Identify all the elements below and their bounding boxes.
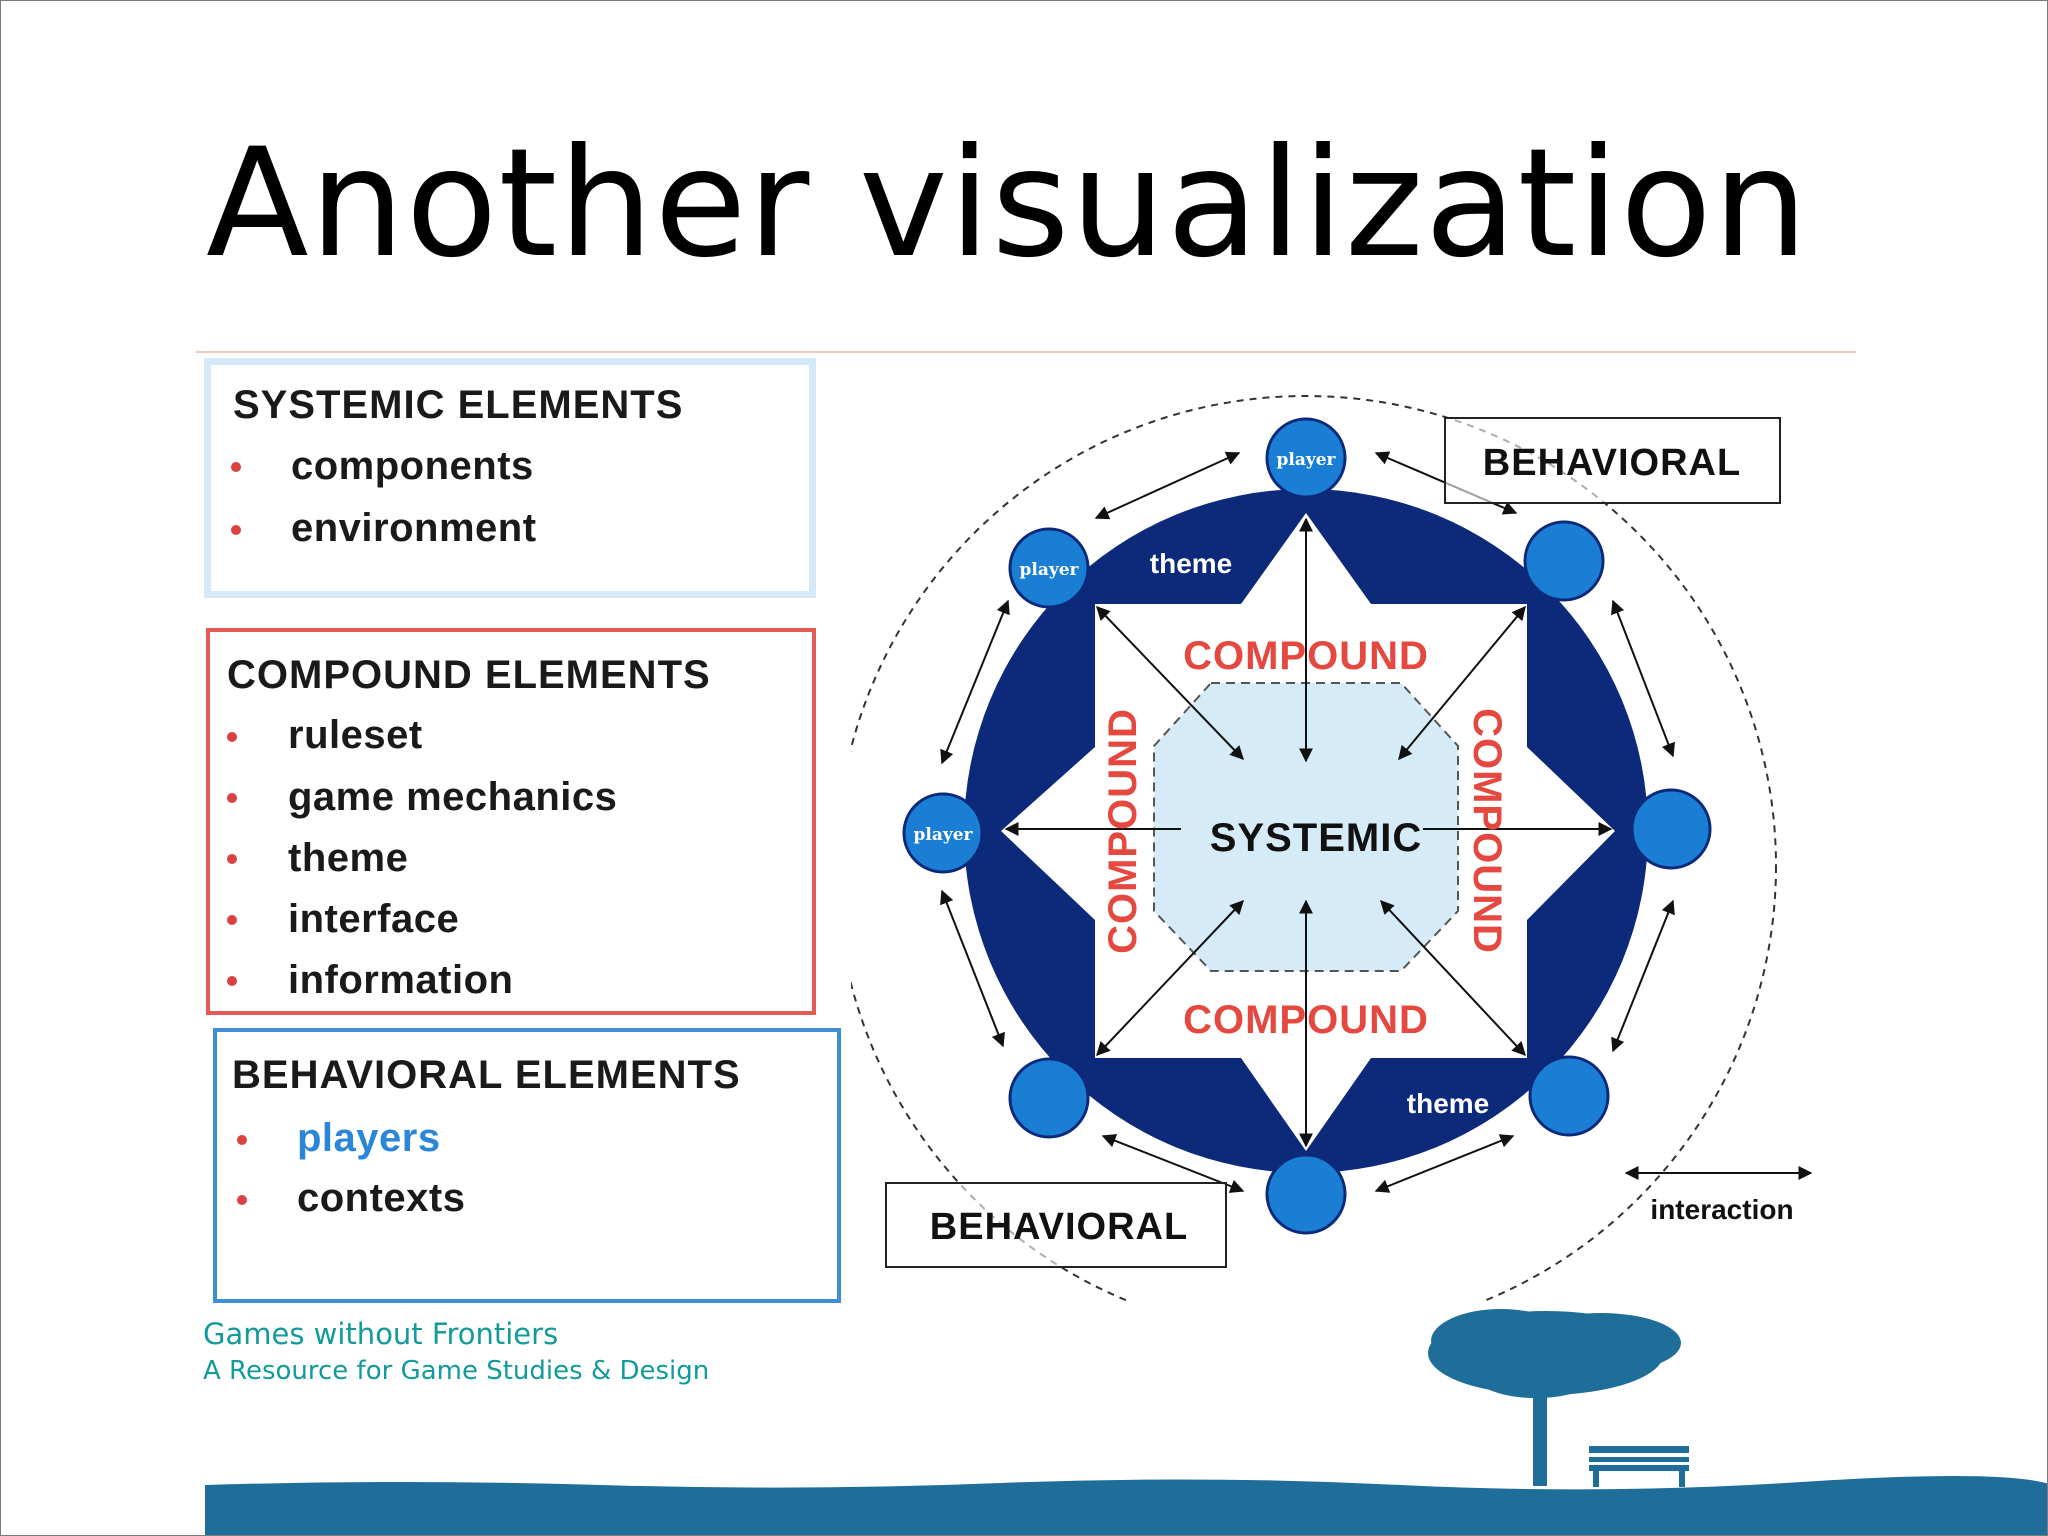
elements-diagram: player player player theme theme COMPOUN… <box>851 395 1813 1301</box>
bullet-icon <box>237 1135 247 1145</box>
behavioral-box-bottom <box>885 1182 1227 1268</box>
systemic-heading: SYSTEMIC ELEMENTS <box>233 383 684 427</box>
bench-icon <box>1589 1446 1689 1487</box>
tree-icon <box>1428 1309 1681 1486</box>
node-top-right <box>1523 520 1605 602</box>
behavioral-box-top <box>1444 417 1781 504</box>
interaction-label: interaction <box>1650 1194 1793 1225</box>
behavioral-item-players: players <box>297 1116 441 1160</box>
bullet-icon <box>227 854 237 864</box>
compound-item-game-mechanics: game mechanics <box>288 775 618 819</box>
compound-item-information: information <box>288 958 514 1002</box>
player-label-top: player <box>1276 450 1336 470</box>
behavioral-heading: BEHAVIORAL ELEMENTS <box>232 1053 741 1097</box>
systemic-elements-box: SYSTEMIC ELEMENTS components environment <box>204 358 816 598</box>
node-top-left <box>1008 527 1090 609</box>
theme-label-bottom: theme <box>1407 1088 1489 1119</box>
node-right <box>1630 788 1712 870</box>
compound-label-top: COMPOUND <box>1183 634 1429 678</box>
compound-label-left: COMPOUND <box>1101 708 1145 954</box>
bullet-icon <box>231 462 241 472</box>
ground-strip <box>205 1475 2047 1535</box>
compound-item-ruleset: ruleset <box>288 713 423 757</box>
node-top <box>1265 417 1347 499</box>
compound-heading: COMPOUND ELEMENTS <box>227 653 711 697</box>
systemic-item-environment: environment <box>291 506 537 550</box>
behavioral-dashed-circle <box>851 395 1777 1301</box>
behavioral-label-bottom: BEHAVIORAL <box>930 1206 1188 1248</box>
node-bottom-right <box>1528 1055 1610 1137</box>
bullet-icon <box>227 793 237 803</box>
compound-label-right: COMPOUND <box>1465 708 1509 954</box>
bullet-icon <box>237 1195 247 1205</box>
compound-elements-box: COMPOUND ELEMENTS ruleset game mechanics… <box>206 628 816 1015</box>
bullet-icon <box>227 732 237 742</box>
compound-item-theme: theme <box>288 836 409 880</box>
node-bottom-left <box>1008 1057 1090 1139</box>
compound-label-bottom: COMPOUND <box>1183 998 1429 1042</box>
bullet-icon <box>231 525 241 535</box>
bullet-icon <box>227 915 237 925</box>
inner-arrows <box>1004 517 1613 1148</box>
node-bottom <box>1265 1153 1347 1235</box>
bullet-icon <box>227 976 237 986</box>
player-nodes <box>902 417 1712 1235</box>
theme-label-top: theme <box>1150 548 1232 579</box>
node-left <box>902 792 984 874</box>
title-divider <box>196 351 1856 353</box>
player-label-left: player <box>913 825 973 845</box>
footer-title: Games without Frontiers <box>203 1317 559 1351</box>
systemic-center-label: SYSTEMIC <box>1210 816 1422 860</box>
behavioral-label-top: BEHAVIORAL <box>1483 442 1741 484</box>
slide-title: Another visualization <box>206 117 1809 291</box>
outer-arrows <box>940 451 1813 1193</box>
behavioral-elements-box: BEHAVIORAL ELEMENTS players contexts <box>213 1028 841 1303</box>
footer-subtitle: A Resource for Game Studies & Design <box>203 1356 710 1386</box>
behavioral-item-contexts: contexts <box>297 1176 466 1220</box>
systemic-item-components: components <box>291 444 534 488</box>
player-label-top-left: player <box>1019 560 1079 580</box>
compound-item-interface: interface <box>288 897 460 941</box>
